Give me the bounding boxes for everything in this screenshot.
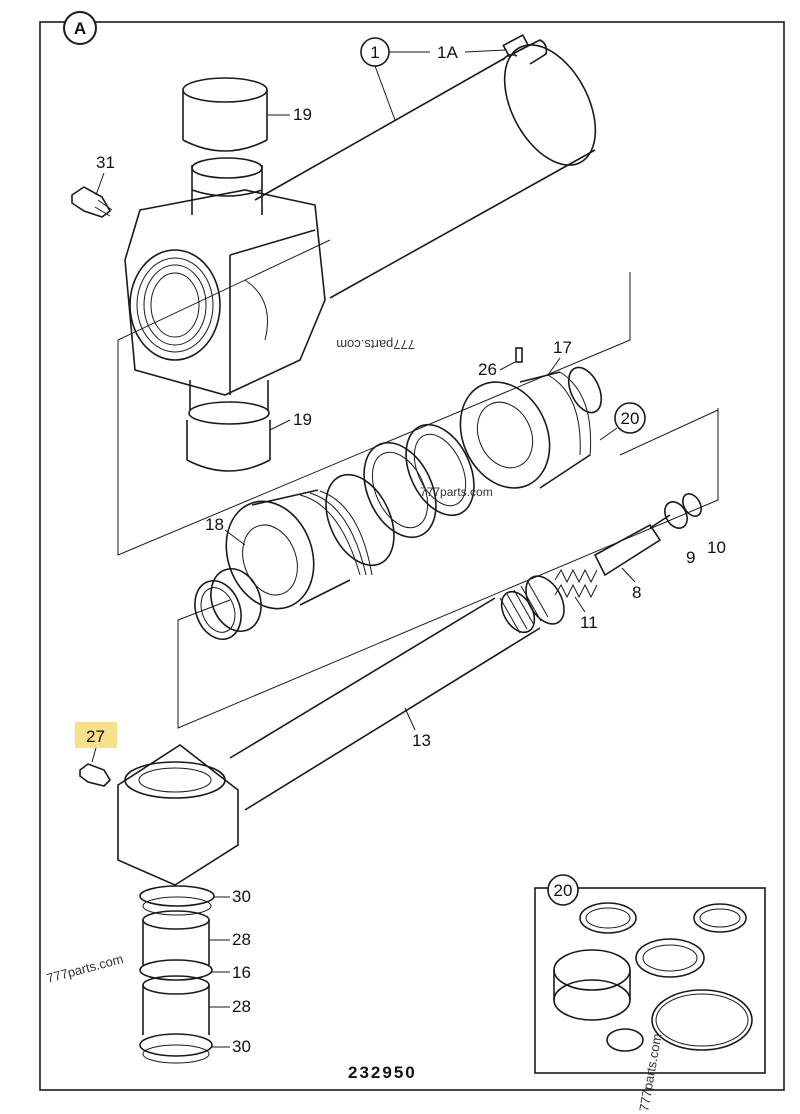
- bushing-19-bottom: [186, 380, 271, 472]
- callout-20: 20: [599, 402, 646, 441]
- inset-callout-20: 20: [547, 874, 579, 906]
- callout-18-label: 18: [205, 515, 224, 534]
- exploded-view-frame-lower: [177, 408, 719, 729]
- drawing-frame: [39, 21, 785, 1091]
- callout-9-label: 9: [686, 548, 695, 567]
- cylinder-head-block: [124, 189, 326, 396]
- callout-17-label: 17: [553, 338, 572, 357]
- callout-1: 1: [360, 37, 430, 121]
- callout-19-bottom-label: 19: [293, 410, 312, 429]
- grease-nipple-31: [71, 186, 113, 218]
- check-valve-parts: [554, 493, 702, 599]
- frame-label: A: [74, 19, 86, 38]
- piston-rod-13: [229, 575, 565, 811]
- inset-seal-kit: [534, 887, 766, 1074]
- cylinder-barrel: [254, 33, 597, 299]
- watermark-center: 777parts.com: [420, 485, 493, 499]
- callout-13-label: 13: [412, 731, 431, 750]
- grease-nipple-27: [79, 763, 112, 787]
- callout-16-label: 16: [232, 963, 251, 982]
- callout-28-top-label: 28: [232, 930, 251, 949]
- callout-11-label: 11: [580, 613, 598, 632]
- seal-rings-left: [194, 423, 475, 640]
- callout-30-bottom-label: 30: [232, 1037, 251, 1056]
- drawing-number: 232950: [348, 1063, 417, 1082]
- inset-callout-20-label: 20: [554, 881, 573, 900]
- watermark-upside-down: 777parts.com: [336, 337, 415, 352]
- callout-19-top-label: 19: [293, 105, 312, 124]
- rod-eye: [117, 744, 239, 886]
- callout-1a-label: 1A: [437, 43, 458, 62]
- callout-30-top-label: 30: [232, 887, 251, 906]
- callout-27-highlight: [75, 722, 117, 748]
- callout-8-label: 8: [632, 583, 641, 602]
- bushing-19-top: [182, 77, 268, 215]
- frame-label-circle: [63, 11, 97, 45]
- callout-20-label: 20: [621, 409, 640, 428]
- callout-28-bottom-label: 28: [232, 997, 251, 1016]
- watermark-left: 777parts.com: [45, 951, 125, 986]
- callout-27-label: 27: [86, 727, 105, 746]
- piston-17: [459, 347, 603, 489]
- callout-10-label: 10: [707, 538, 726, 557]
- callout-1-label: 1: [370, 43, 379, 62]
- callout-26-label: 26: [478, 360, 497, 379]
- callout-31-label: 31: [96, 153, 115, 172]
- bush-stack: [139, 885, 215, 1064]
